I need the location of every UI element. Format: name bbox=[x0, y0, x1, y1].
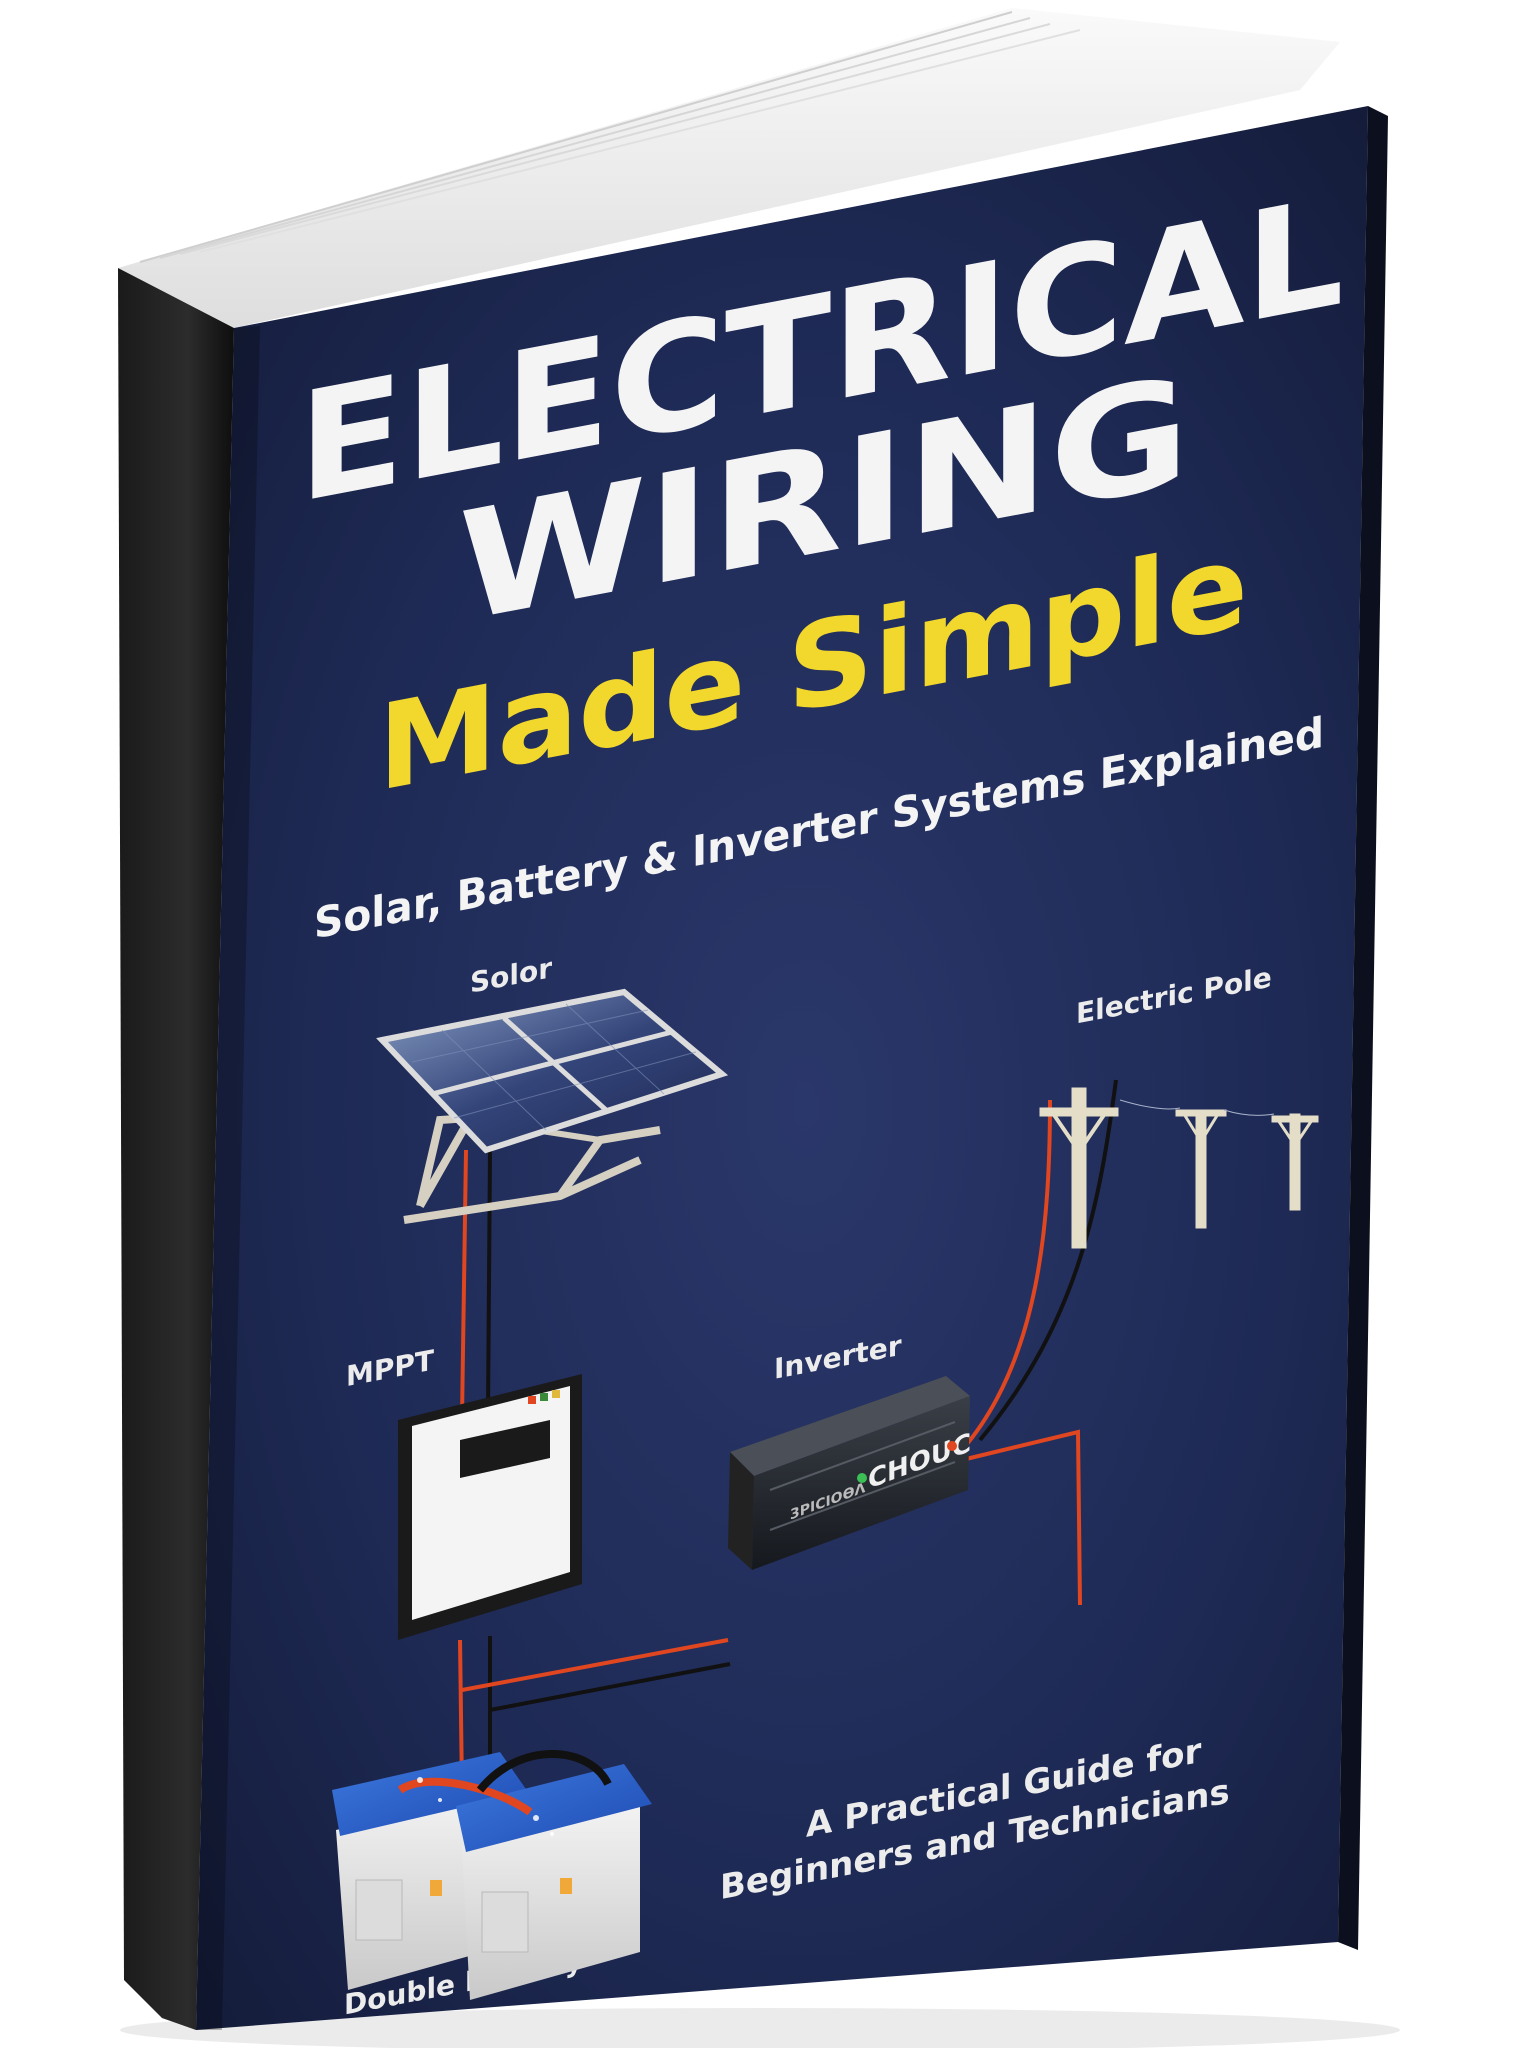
wire-solar-black bbox=[486, 1149, 492, 1413]
battery-right bbox=[456, 1764, 652, 2000]
wire-output-red bbox=[961, 1429, 1082, 1606]
solar-panel bbox=[376, 988, 729, 1224]
wire-pole-black bbox=[978, 1079, 1118, 1442]
double-battery bbox=[332, 1750, 652, 2000]
book-spine bbox=[118, 268, 234, 2030]
wire-inverter-red bbox=[461, 1638, 729, 1692]
pole-main bbox=[1039, 1087, 1119, 1249]
wire-pole-red bbox=[960, 1099, 1052, 1452]
inverter: CHOUC 3PICIOѲɅ bbox=[728, 1376, 971, 1570]
floor-shadow bbox=[120, 2008, 1400, 2048]
spine-shadow bbox=[196, 326, 260, 2030]
electric-poles bbox=[1039, 1087, 1319, 1249]
book-pages bbox=[118, 8, 1340, 328]
mppt-controller bbox=[398, 1374, 582, 1640]
pole-far bbox=[1271, 1113, 1319, 1211]
wire-solar-red bbox=[460, 1149, 468, 1419]
cover-edge bbox=[1338, 106, 1388, 1950]
inverter-led-green bbox=[857, 1473, 867, 1483]
pole-middle bbox=[1175, 1109, 1227, 1229]
inverter-led-red bbox=[947, 1441, 957, 1451]
wire-inverter-black bbox=[489, 1662, 731, 1712]
